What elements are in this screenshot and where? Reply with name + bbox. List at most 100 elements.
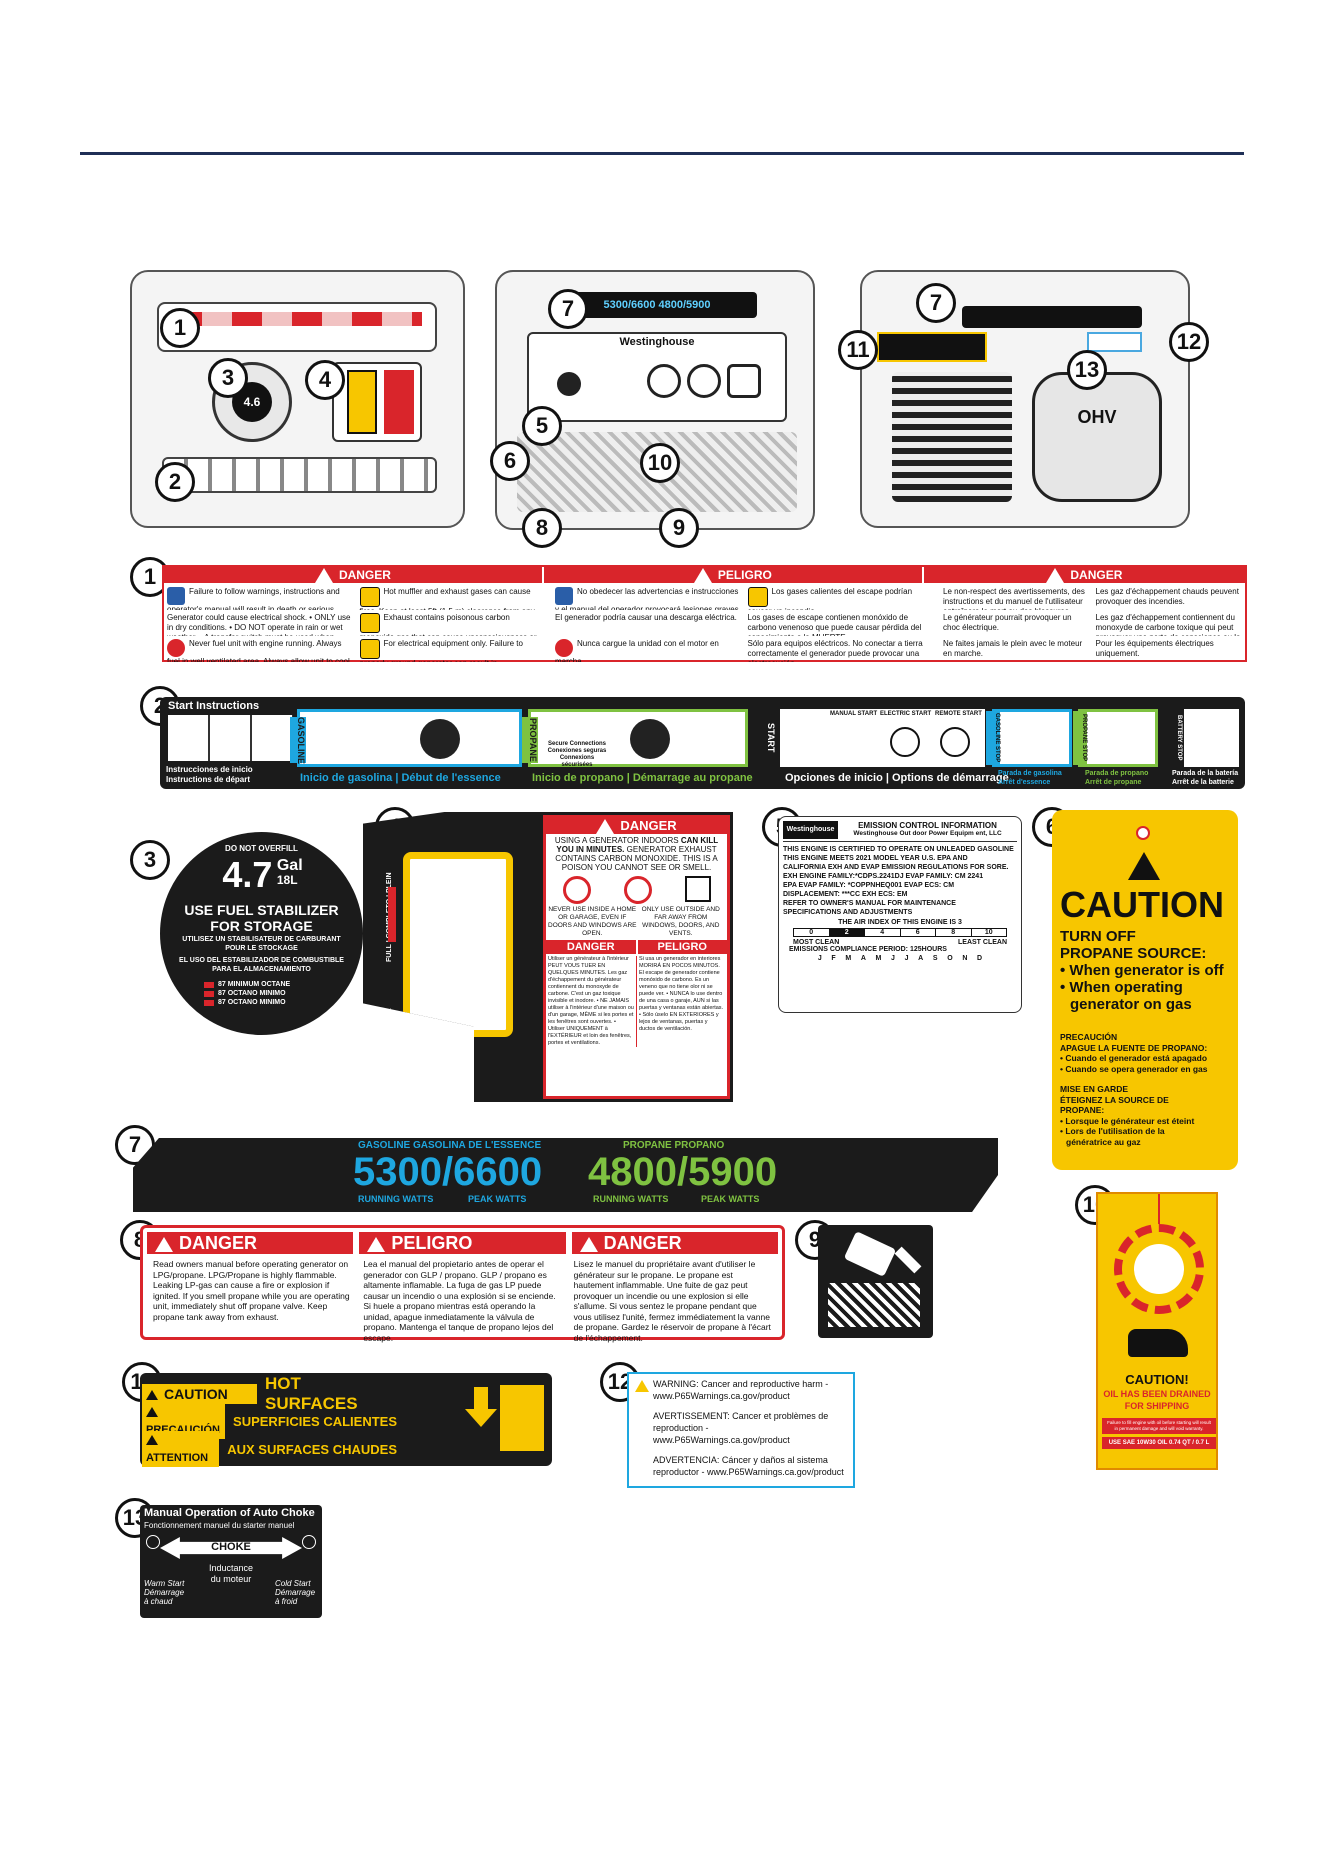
l5-scale-2: 4 — [865, 929, 901, 936]
l8-en: Read owners manual before operating gene… — [153, 1259, 350, 1322]
l2-electric: ELECTRIC START — [880, 711, 932, 717]
label-2-start-instructions: Start Instructions Instrucciones de inic… — [160, 697, 1245, 789]
l10-fine2: in permanent damage and will void warran… — [1114, 1426, 1204, 1431]
l5-scale-4: 8 — [936, 929, 972, 936]
l3-oct2: 87 OCTANO MINIMO — [218, 990, 286, 997]
label-8-propane-danger: DANGER PELIGRO DANGER Read owners manual… — [140, 1225, 785, 1343]
l5-body-6: REFER TO OWNER'S MANUAL FOR MAINTENANCE — [783, 900, 956, 907]
l2-title: Start Instructions — [168, 700, 260, 712]
l11-text-1: SUPERFICIES CALIENTES — [233, 1413, 397, 1429]
l3-fr2: POUR LE STOCKAGE — [225, 945, 298, 952]
callout-5: 5 — [522, 406, 562, 446]
manual-icon — [167, 587, 185, 605]
l5-m1: F — [831, 955, 836, 962]
warm-start-icon — [146, 1535, 160, 1549]
callout-2: 2 — [155, 462, 195, 502]
l5-m8: S — [932, 955, 938, 962]
l1-fr-0: Le non-respect des avertissements, des i… — [943, 587, 1085, 610]
no-fuel-icon — [167, 639, 185, 657]
l5-scale-0: 0 — [794, 929, 830, 936]
l11-tag-2: ATTENTION — [142, 1431, 220, 1467]
l7-gas-peak: PEAK WATTS — [468, 1194, 527, 1204]
l1-en-1: Hot muffler and exhaust gases can cause … — [357, 584, 550, 610]
l5-scale-1: 2 — [829, 929, 865, 936]
l1-en-4: Never fuel unit with engine running. Alw… — [167, 639, 350, 662]
l2-sub2: Instructions de départ — [166, 775, 251, 784]
l4-empty: EMPTY | VACÍO | VIDE — [386, 1008, 393, 1082]
l5-m4: M — [875, 955, 882, 962]
l2-battery-stop-es: Parada de la batería — [1172, 770, 1239, 777]
fire-icon-es — [747, 587, 768, 607]
l7-gas-running: RUNNING WATTS — [358, 1194, 434, 1204]
l3-oct1: 87 MINIMUM OCTANE — [218, 981, 291, 988]
l2-secure-fr: Connexions sécurisées — [559, 755, 595, 768]
l8-es: Lea el manual del propietario antes de o… — [363, 1259, 556, 1343]
l4-never: NEVER USE INSIDE A HOME OR GARAGE, EVEN … — [548, 906, 637, 938]
l3-line2: FOR STORAGE — [210, 918, 313, 934]
l5-body-1: THIS ENGINE MEETS 2021 MODEL YEAR U.S. E… — [783, 855, 968, 862]
side-display: 5300/6600 4800/5900 — [557, 292, 757, 318]
l6-es-b2: • Cuando se opera generador en gas — [1060, 1063, 1208, 1074]
l7-propane-header: PROPANE PROPANO — [623, 1140, 725, 1151]
l3-fr1: UTILISEZ UN STABILISATEUR DE CARBURANT — [182, 936, 341, 943]
l2-propane-tag: PROPANE — [522, 717, 538, 763]
l5-m6: J — [904, 955, 909, 962]
l4-peligro: PELIGRO — [635, 940, 727, 955]
l2-start: START — [766, 723, 776, 753]
l1-en-3: Exhaust contains poisonous carbon monoxi… — [357, 610, 550, 636]
l1-fr-1: Les gaz d'échappement chauds peuvent pro… — [1095, 587, 1239, 606]
header-rule — [80, 152, 1244, 155]
l4-es-text: Si usa un generador en interiores MORIRÁ… — [636, 956, 725, 1048]
l10-line1: OIL HAS BEEN DRAINED — [1103, 1389, 1211, 1399]
l6-turn-off: TURN OFF — [1060, 928, 1136, 945]
l6-fr-h3: PROPANE: — [1060, 1105, 1105, 1115]
l5-air-index: THE AIR INDEX OF THIS ENGINE IS 3 — [838, 919, 962, 926]
callout-3: 3 — [208, 358, 248, 398]
side-view: 5300/6600 4800/5900 Westinghouse — [495, 270, 815, 530]
label-9-oil-icon — [818, 1225, 933, 1338]
manual-icon-es — [555, 587, 573, 605]
callout-8-view: 8 — [522, 508, 562, 548]
l6-es-h1: PRECAUCIÓN — [1060, 1032, 1118, 1042]
l4-only: ONLY USE OUTSIDE AND FAR AWAY FROM WINDO… — [641, 906, 720, 938]
outdoor-icon — [684, 876, 711, 903]
l6-es-b1: • Cuando el generador está apagado — [1060, 1053, 1208, 1063]
l2-battery-stop-fr: Arrêt de la batterie — [1172, 779, 1234, 786]
l2-sub1: Instrucciones de inicio — [166, 765, 253, 774]
l2-secure: Secure Connections Conexiones seguras Co… — [544, 741, 610, 769]
l5-m0: J — [817, 955, 822, 962]
l5-m7: A — [918, 955, 924, 962]
l5-m5: J — [891, 955, 895, 962]
label-13-choke: Manual Operation of Auto Choke Fonctionn… — [140, 1505, 322, 1618]
l6-fr-h1: MISE EN GARDE — [1060, 1084, 1129, 1094]
l4-en-b: CAN KILL YOU IN MINUTES. — [556, 836, 719, 855]
l6-b1: • When generator is off — [1060, 962, 1224, 979]
l6-es-h2: APAGUE LA FUENTE DE PROPANO: — [1060, 1042, 1208, 1053]
down-arrow-icon — [465, 1409, 497, 1427]
l3-top: DO NOT OVERFILL — [225, 844, 298, 853]
l6-b3: generator on gas — [1070, 996, 1192, 1013]
l3-oct3: 87 OCTANO MINIMO — [218, 999, 286, 1006]
choke-arrow-icon — [160, 1537, 302, 1559]
l10-oil: USE SAE 10W30 OIL 0.74 QT / 0.7 L — [1102, 1437, 1216, 1449]
l4-fr-text: Utiliser un générateur à l'intérieur PEU… — [548, 956, 634, 1047]
l6-fr-b3: génératrice au gaz — [1066, 1136, 1141, 1147]
callout-7b: 7 — [916, 283, 956, 323]
l1-es-0: No obedecer las advertencias e instrucci… — [555, 587, 739, 610]
l2-secure-es: Conexiones seguras — [547, 748, 607, 754]
l2-propane-start: Inicio de propano | Démarrage au propane — [532, 772, 753, 784]
warning-icon — [635, 1380, 649, 1392]
l3-es1: EL USO DEL ESTABILIZADOR DE COMBUSTIBLE — [179, 957, 344, 964]
l1-en-5: For electrical equipment only. Failure t… — [357, 636, 550, 662]
no-house-icon — [562, 876, 591, 905]
l4-danger: DANGER — [546, 818, 727, 835]
l5-brand: Westinghouse — [783, 821, 838, 839]
l13-inductance: Inductance — [208, 1563, 254, 1573]
l5-m10: N — [962, 955, 968, 962]
l1-es-2: El generador podría causar una descarga … — [555, 613, 737, 622]
label-3-fuel-decal: DO NOT OVERFILL 4.7 Gal 18L USE FUEL STA… — [160, 832, 363, 1035]
l12-line-2: AVERTISSEMENT: Cancer et problèmes de — [653, 1411, 829, 1421]
l5-period: EMISSIONS COMPLIANCE PERIOD: 125HOURS — [789, 946, 947, 953]
callout-4: 4 — [305, 360, 345, 400]
hot-hand-icon — [500, 1385, 544, 1451]
